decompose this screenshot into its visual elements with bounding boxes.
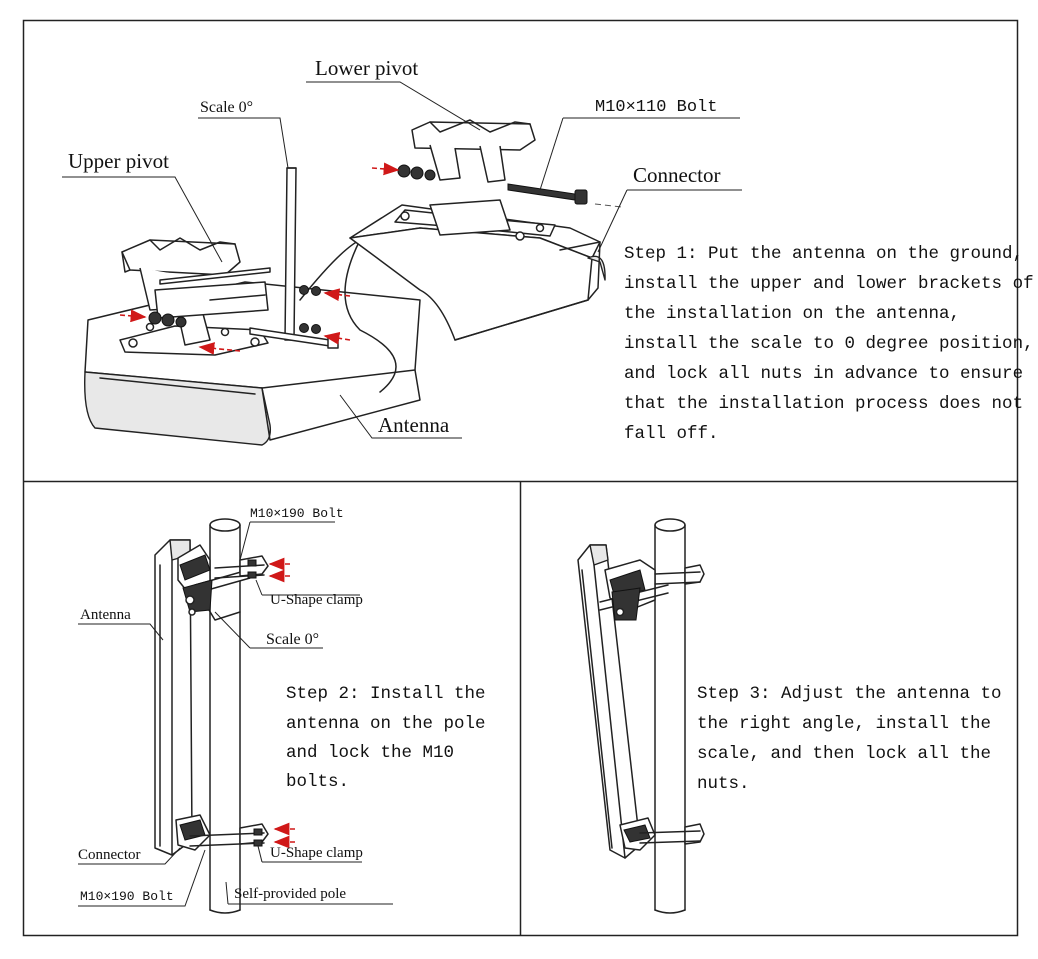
step2-line: Step 2: Install the (286, 684, 486, 704)
label-connector-panel2: Connector (78, 847, 140, 863)
step1-line: the installation on the antenna, (624, 304, 960, 324)
step1-line: and lock all nuts in advance to ensure (624, 364, 1023, 384)
assembly-arrows-panel2 (268, 557, 295, 849)
antenna-panel2 (154, 539, 193, 856)
bolt-parts-panel1 (148, 164, 588, 349)
label-upper-pivot: Upper pivot (68, 149, 169, 173)
step1-text: Step 1: Put the antenna on the ground, i… (624, 244, 1034, 444)
step3-line: scale, and then lock all the (697, 744, 991, 764)
step1-line: install the upper and lower brackets of (624, 274, 1034, 294)
label-antenna-panel1: Antenna (378, 413, 450, 437)
u-clamps-panel2 (189, 555, 269, 847)
bottom-bracket-panel3 (619, 817, 705, 851)
upper-pivot-bracket (121, 237, 269, 346)
step1-line: fall off. (624, 424, 719, 444)
assembly-arrows-panel1 (119, 162, 623, 355)
label-connector-panel1: Connector (633, 163, 720, 187)
step3-text: Step 3: Adjust the antenna to the right … (697, 684, 1002, 794)
label-bolt-top-panel2: M10×190 Bolt (250, 506, 344, 521)
label-pole: Self-provided pole (234, 886, 346, 902)
step2-text: Step 2: Install the antenna on the pole … (286, 684, 486, 792)
antenna-panel3 (577, 544, 641, 859)
step3-line: nuts. (697, 774, 750, 794)
step1-line: install the scale to 0 degree position, (624, 334, 1034, 354)
step1-line: Step 1: Put the antenna on the ground, (624, 244, 1023, 264)
step3-line: the right angle, install the (697, 714, 991, 734)
label-scale-panel1: Scale 0° (200, 99, 253, 116)
panel1-illustration: Lower pivot Scale 0° M10×110 Bolt Upper … (62, 56, 1034, 446)
top-bracket-panel3 (599, 559, 705, 621)
panel3-illustration: Step 3: Adjust the antenna to the right … (577, 518, 1002, 914)
label-bolt-panel1: M10×110 Bolt (595, 98, 717, 117)
label-scale-panel2: Scale 0° (266, 631, 319, 648)
label-lower-pivot: Lower pivot (315, 56, 418, 80)
panel-frames (22, 19, 1019, 937)
label-antenna-panel2: Antenna (80, 607, 131, 623)
step2-line: and lock the M10 (286, 743, 454, 763)
step2-line: antenna on the pole (286, 714, 486, 734)
label-bolt-bottom-panel2: M10×190 Bolt (80, 889, 174, 904)
pole-panel3 (654, 518, 686, 914)
top-bracket-panel2 (177, 544, 251, 621)
scale-plate (284, 167, 297, 341)
label-clamp-top: U-Shape clamp (270, 592, 363, 608)
leader-lines-panel1 (62, 81, 742, 439)
panel2-illustration: M10×190 Bolt Antenna U-Shape clamp Scale… (78, 506, 486, 914)
label-clamp-bottom: U-Shape clamp (270, 845, 363, 861)
step3-line: Step 3: Adjust the antenna to (697, 684, 1002, 704)
leader-lines-panel2 (78, 521, 393, 907)
step1-line: that the installation process does not (624, 394, 1023, 414)
step2-line: bolts. (286, 772, 349, 792)
lower-pivot-bracket (411, 119, 536, 236)
